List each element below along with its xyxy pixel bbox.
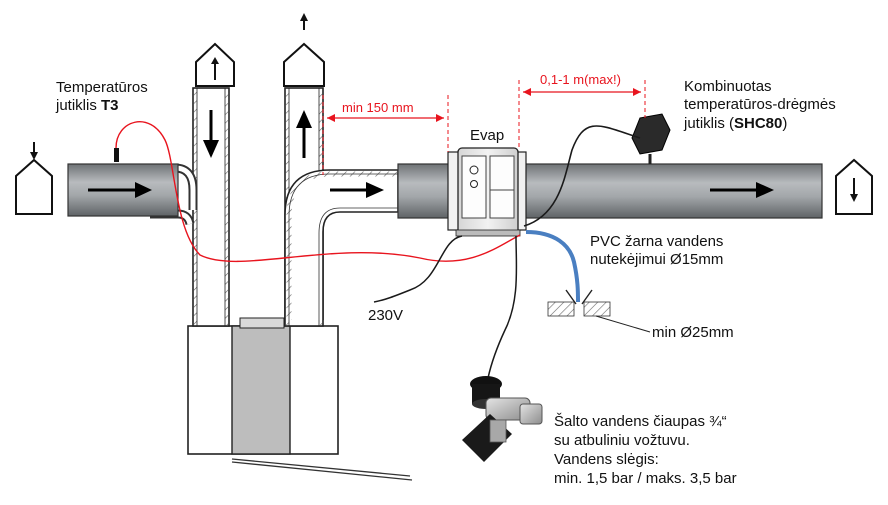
pvc-hose-label: PVC žarna vandens nutekėjimui Ø15mm	[590, 233, 723, 270]
t3-code: T3	[101, 97, 119, 115]
water-valve	[462, 376, 543, 462]
shc-label-line2: temperatūros-drėgmės	[684, 96, 836, 114]
valve-label-line3: Vandens slėgis:	[554, 451, 659, 469]
evap-label: Evap	[470, 127, 505, 144]
house-intake-icon	[15, 142, 53, 215]
flow-arrow-down	[203, 110, 219, 158]
t3-label-line2: jutiklis	[56, 97, 102, 115]
sensor-distance-label: 0,1-1 m(max!)	[540, 72, 621, 87]
min-distance-label: min 150 mm	[342, 100, 414, 115]
t3-sensor-label: Temperatūros jutiklis T3	[56, 79, 148, 116]
shc-label-line3-end: )	[782, 114, 788, 132]
valve-label-line4: min. 1,5 bar / maks. 3,5 bar	[554, 470, 737, 488]
drain-hose	[525, 230, 580, 303]
min-diameter-label: min Ø25mm	[652, 324, 734, 341]
duct-main	[330, 163, 823, 219]
pvc-label-line1: PVC žarna vandens	[590, 233, 724, 250]
shc-label-line3: jutiklis (	[684, 114, 735, 132]
dimension-min-distance	[322, 95, 449, 175]
drain-fitting	[547, 289, 651, 333]
shc-label-line1: Kombinuotas	[684, 78, 772, 95]
evap-device	[447, 147, 527, 237]
t3-label-line1: Temperatūros	[56, 79, 148, 96]
power-label: 230V	[368, 307, 404, 324]
flow-arrow-up	[296, 110, 312, 158]
shc80-label: Kombinuotas temperatūros-drėgmės jutikli…	[684, 78, 836, 133]
power-cable	[373, 235, 463, 303]
insulated-duct-right	[284, 169, 399, 320]
dimension-sensor-distance	[518, 80, 646, 150]
pvc-label-line2: nutekėjimui Ø15mm	[590, 251, 724, 269]
house-exhaust-icon	[283, 13, 325, 87]
t3-sensor-wire	[114, 121, 521, 263]
valve-label-line1: Šalto vandens čiaupas ¾“	[554, 413, 727, 430]
house-outlet-icon	[835, 158, 873, 215]
duct-left	[67, 163, 179, 217]
shc-code: SHC80	[734, 114, 783, 132]
valve-label: Šalto vandens čiaupas ¾“ su atbuliniu vo…	[554, 412, 737, 488]
shc80-sensor	[523, 113, 671, 227]
house-supply-icon	[195, 42, 235, 87]
water-supply-line	[487, 235, 518, 379]
ventilation-unit	[187, 317, 413, 481]
valve-label-line2: su atbuliniu vožtuvu.	[554, 432, 690, 450]
